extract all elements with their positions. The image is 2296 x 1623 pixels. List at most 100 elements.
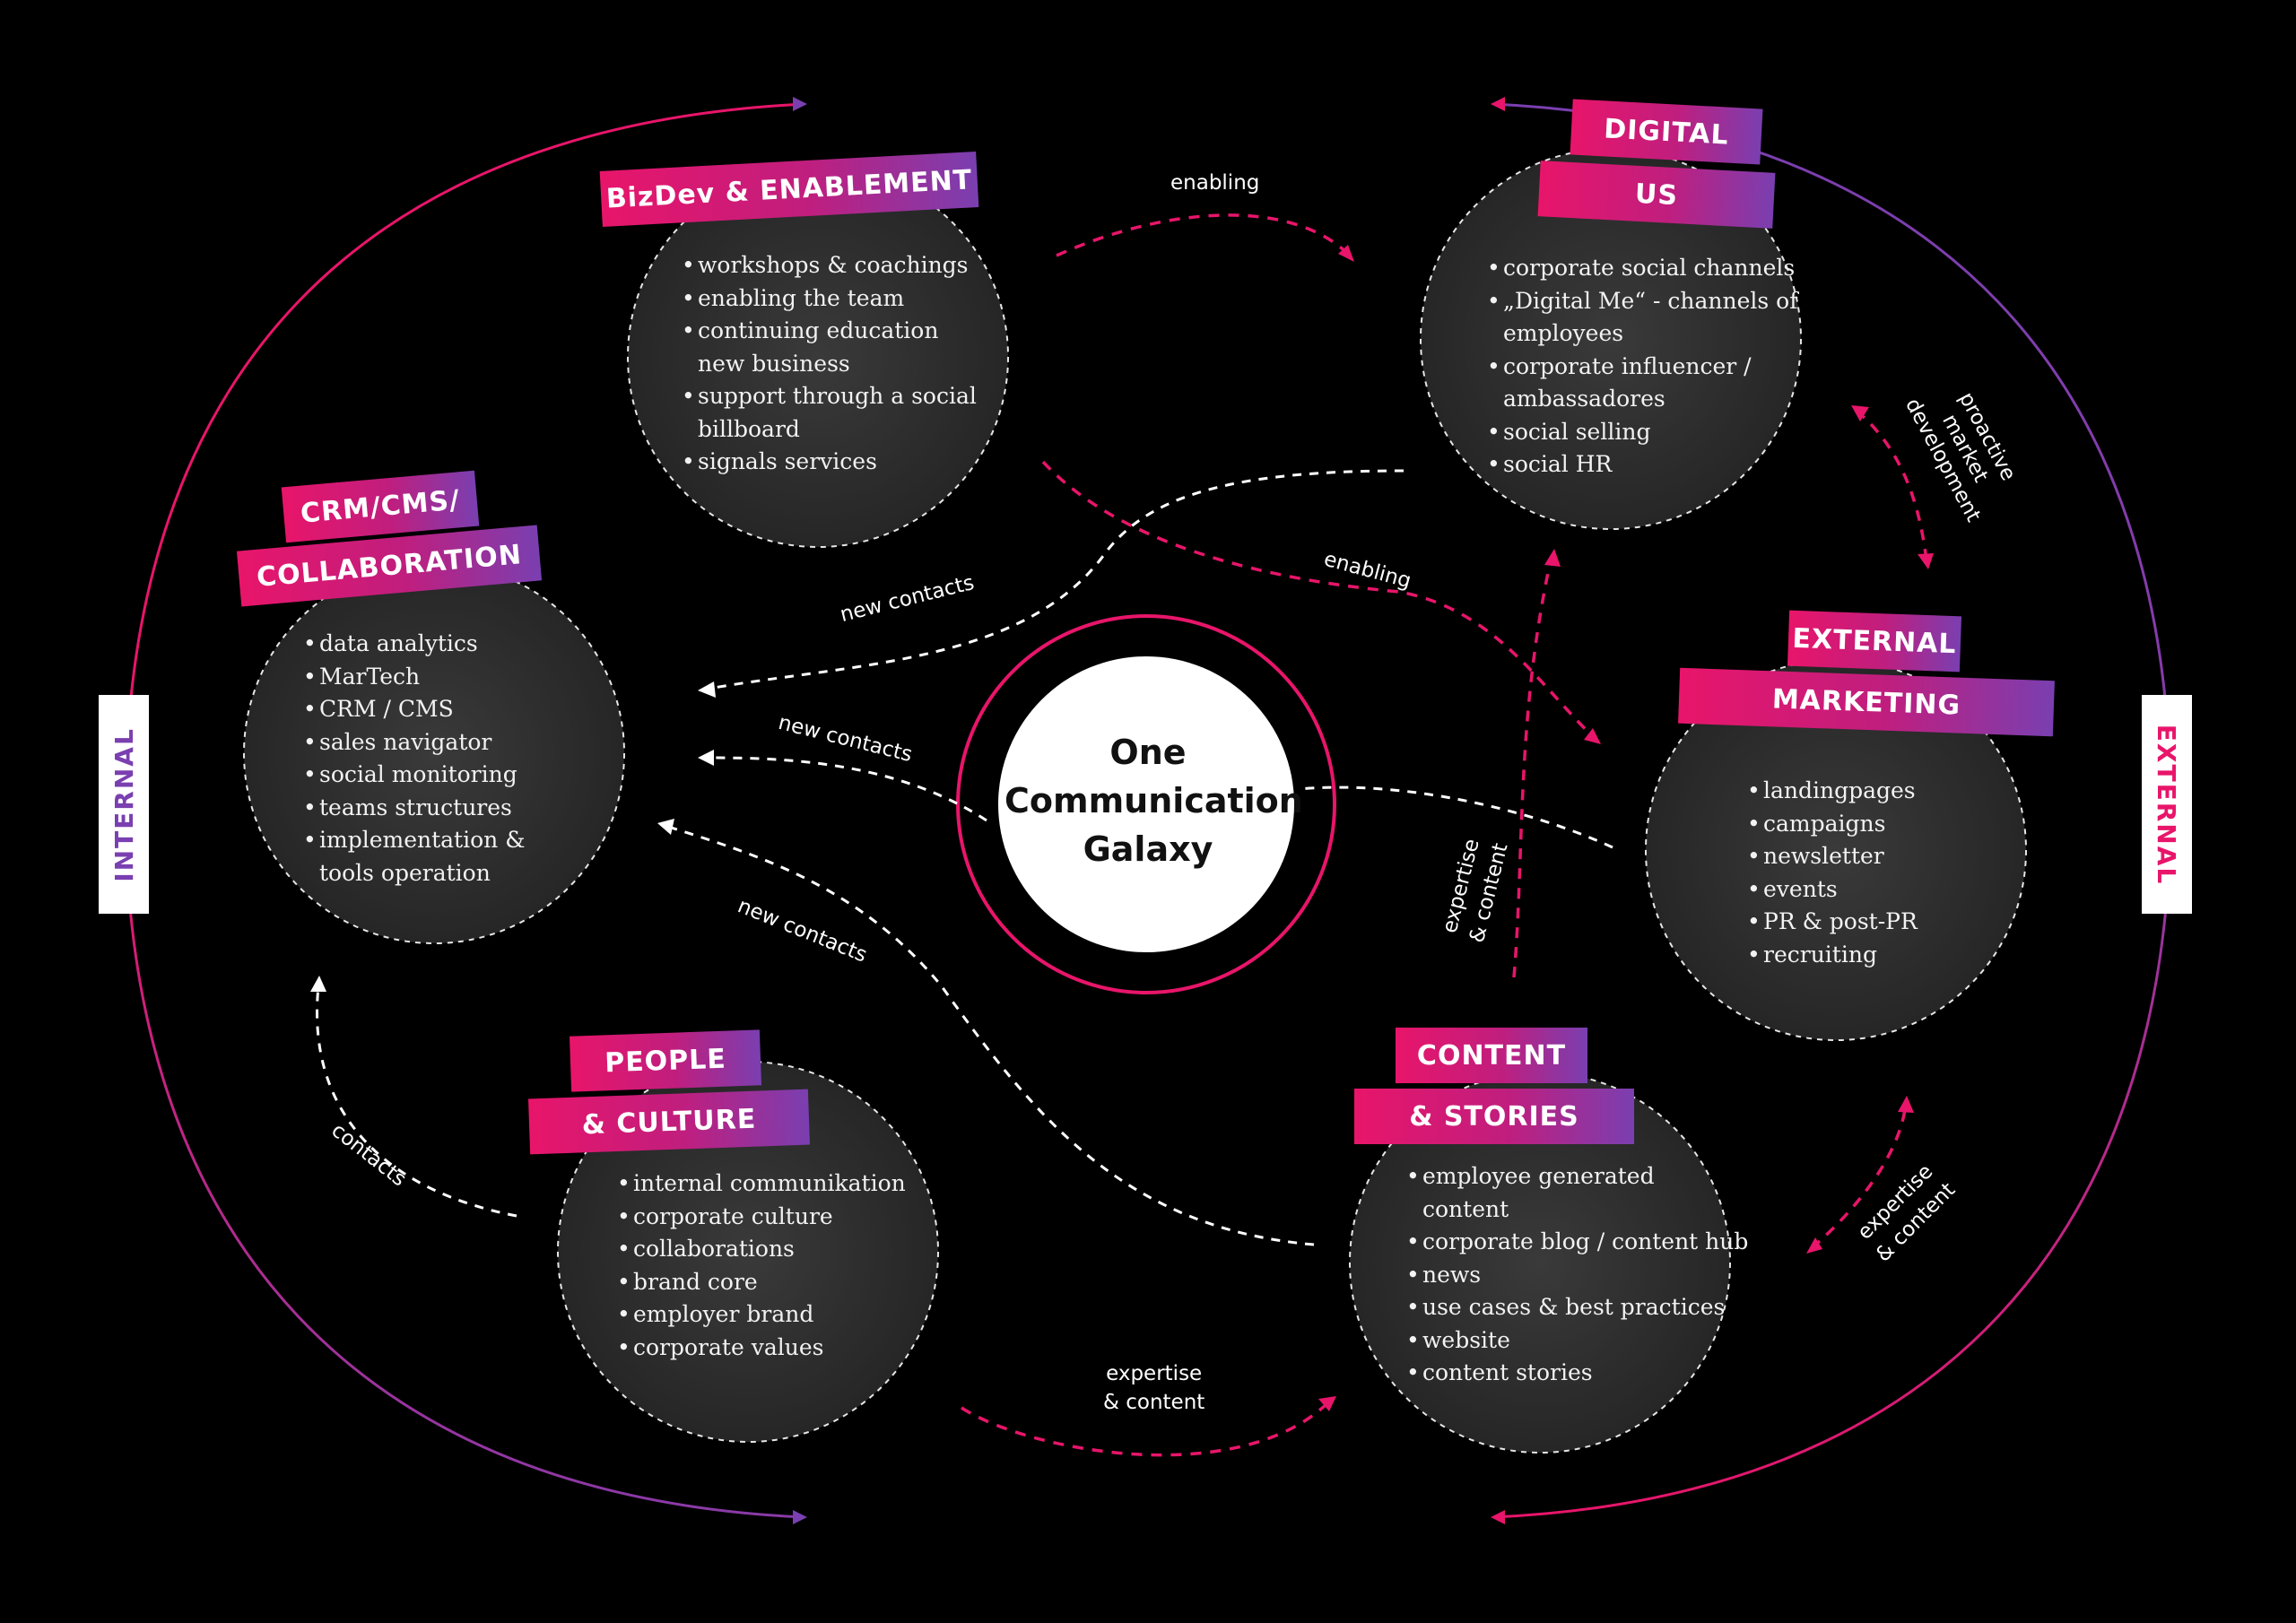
- flow-expertise-vertical-arrow: [1544, 549, 1561, 567]
- list-item: internal communikation: [617, 1167, 906, 1201]
- flow-enabling-top: [1056, 213, 1352, 257]
- list-item: use cases & best practices: [1406, 1291, 1748, 1324]
- list-item: social monitoring: [303, 759, 525, 792]
- flow-expertise-right: [1810, 1102, 1908, 1250]
- external-tab: EXTERNAL: [2142, 695, 2192, 914]
- list-item: MarTech: [303, 661, 525, 694]
- list-item: continuing education: [682, 315, 977, 348]
- flow-expertise-right-arrow-bottom: [1806, 1237, 1822, 1254]
- external-marketing-label-text-1: EXTERNAL: [1791, 622, 1958, 660]
- internal-orbit-arrow-bottom: [793, 1510, 807, 1524]
- crm-list: data analytics MarTech CRM / CMS sales n…: [303, 628, 525, 890]
- flow-new-contacts-3-arrow: [657, 819, 674, 835]
- center-ring: [956, 614, 1336, 994]
- digital-us-label-text-2: US: [1634, 178, 1679, 212]
- flow-expertise-vertical: [1512, 555, 1553, 978]
- content-stories-label-text-1: CONTENT: [1416, 1039, 1567, 1072]
- flow-enabling-diagonal-arrow: [1584, 728, 1601, 744]
- flow-expertise-bottom-arrow: [1318, 1396, 1336, 1411]
- flow-proactive-arrow-bottom: [1918, 553, 1934, 569]
- list-item: content stories: [1406, 1357, 1748, 1390]
- content-stories-list: employee generated content corporate blo…: [1406, 1160, 1748, 1390]
- flow-enabling-diagonal: [1041, 460, 1598, 742]
- list-item: collaborations: [617, 1233, 906, 1266]
- bizdev-label-text: BizDev & ENABLEMENT: [605, 163, 973, 215]
- external-marketing-label-text-2: MARKETING: [1771, 682, 1961, 722]
- list-item: billboard: [698, 415, 800, 442]
- list-item: data analytics: [303, 628, 525, 661]
- external-label: EXTERNAL: [2152, 724, 2182, 885]
- list-item: CRM / CMS: [303, 693, 525, 726]
- list-item: social HR: [1487, 448, 1797, 482]
- internal-tab: INTERNAL: [99, 695, 149, 914]
- flow-contacts: [316, 985, 517, 1218]
- list-item: corporate influencer /: [1487, 351, 1797, 384]
- flow-contacts-arrow: [310, 976, 326, 992]
- flow-new-contacts-2: [708, 756, 1613, 849]
- center-title: One Communication Galaxy: [1004, 728, 1303, 873]
- list-item: support through a social: [682, 380, 977, 413]
- list-item: employees: [1503, 320, 1624, 346]
- content-stories-label-top: CONTENT: [1396, 1028, 1587, 1083]
- external-orbit-arrow-top: [1491, 97, 1505, 111]
- list-item: recruiting: [1747, 939, 1918, 972]
- bizdev-list: workshops & coachings enabling the team …: [682, 249, 977, 479]
- list-item: social selling: [1487, 416, 1797, 449]
- flow-label-expertise-bottom-2: & content: [1103, 1391, 1205, 1414]
- flow-new-contacts-2-arrow: [698, 750, 714, 766]
- people-culture-list: internal communikation corporate culture…: [617, 1167, 906, 1364]
- list-item: corporate blog / content hub: [1406, 1226, 1748, 1259]
- list-item: sales navigator: [303, 726, 525, 759]
- list-item: website: [1406, 1324, 1748, 1358]
- center-disc: [998, 656, 1294, 952]
- flow-enabling-top-arrow: [1338, 245, 1354, 262]
- people-culture-label-text-1: PEOPLE: [604, 1043, 727, 1079]
- digital-us-label-top: DIGITAL: [1570, 99, 1763, 165]
- list-item: newsletter: [1747, 840, 1918, 873]
- flow-expertise-bottom: [961, 1402, 1329, 1457]
- people-culture-label-top: PEOPLE: [569, 1029, 762, 1092]
- crm-label-text-1: CRM/CMS/: [299, 483, 462, 530]
- internal-label: INTERNAL: [109, 726, 139, 882]
- list-item: enabling the team: [682, 282, 977, 316]
- flow-expertise-right-arrow-top: [1898, 1096, 1914, 1113]
- list-item: corporate culture: [617, 1201, 906, 1234]
- flow-proactive-arrow-top: [1851, 405, 1869, 421]
- flow-label-expertise-bottom-1: expertise: [1106, 1362, 1203, 1385]
- list-item: workshops & coachings: [682, 249, 977, 282]
- list-item: news: [1406, 1259, 1748, 1292]
- list-item: employee generated: [1406, 1160, 1748, 1193]
- content-stories-label-text-2: & STORIES: [1409, 1100, 1579, 1133]
- people-culture-label-bottom: & CULTURE: [528, 1089, 810, 1155]
- list-item: landingpages: [1747, 775, 1918, 808]
- list-item: ambassadores: [1503, 386, 1665, 412]
- digital-us-label-text-1: DIGITAL: [1603, 112, 1730, 152]
- list-item: teams structures: [303, 792, 525, 825]
- center-title-line-2: Communication: [1004, 781, 1303, 820]
- list-item: campaigns: [1747, 808, 1918, 841]
- list-item: corporate social channels: [1487, 252, 1797, 285]
- external-marketing-label-top: EXTERNAL: [1787, 610, 1962, 673]
- external-marketing-list: landingpages campaigns newsletter events…: [1747, 775, 1918, 971]
- list-item: PR & post-PR: [1747, 906, 1918, 939]
- center-title-line-1: One: [1109, 733, 1187, 772]
- flow-new-contacts-1: [708, 469, 1405, 690]
- flow-label-expertise-bottom: expertise & content: [1103, 1359, 1205, 1417]
- digital-us-list: corporate social channels „Digital Me“ -…: [1487, 252, 1797, 482]
- internal-orbit-arrow-top: [793, 97, 807, 111]
- content-stories-label-bottom: & STORIES: [1354, 1089, 1634, 1144]
- flow-label-enabling-top: enabling: [1170, 171, 1260, 195]
- list-item: employer brand: [617, 1298, 906, 1332]
- list-item: brand core: [617, 1266, 906, 1299]
- list-item: signals services: [682, 446, 977, 479]
- list-item: „Digital Me“ - channels of: [1487, 285, 1797, 318]
- list-item: new business: [698, 350, 850, 377]
- list-item: implementation &: [303, 824, 525, 857]
- list-item: content: [1422, 1195, 1509, 1222]
- crm-label-text-2: COLLABORATION: [255, 538, 524, 594]
- flow-new-contacts-3: [667, 825, 1315, 1246]
- flow-new-contacts-1-arrow: [698, 681, 716, 698]
- list-item: tools operation: [319, 859, 491, 886]
- list-item: events: [1747, 873, 1918, 907]
